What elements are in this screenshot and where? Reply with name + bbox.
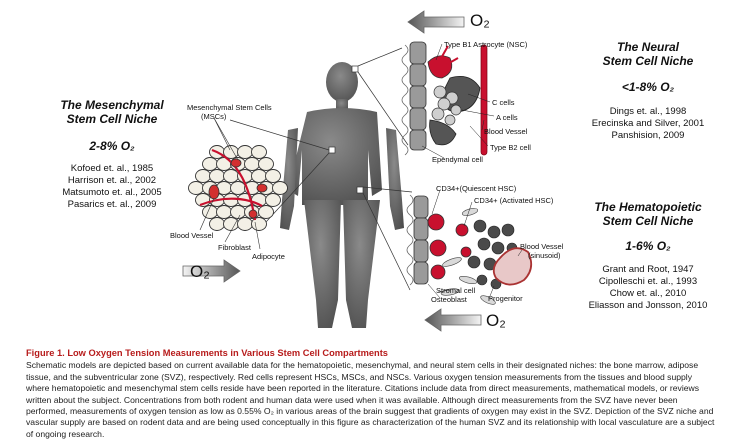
msc-label-blood-vessel: Blood Vessel — [170, 231, 214, 240]
hsc-label-stromal: Stromal cell — [436, 286, 476, 295]
o2-gradient-arrow-msc — [182, 259, 241, 283]
hsc-ref-3: Chow et. al., 2010 — [609, 288, 687, 299]
msc-label-mscs: Mesenchymal Stem Cells — [187, 103, 272, 112]
adipocyte-cell — [251, 169, 267, 183]
hsc-title-line1: The Hematopoietic — [594, 200, 702, 214]
adipocyte-cell — [237, 145, 253, 159]
neural-label-c-cells: C cells — [492, 98, 515, 107]
msc-ref-1: Kofoed et. al., 1985 — [70, 163, 154, 174]
neural-ref-3: Panshision, 2009 — [611, 130, 685, 141]
hematopoietic-niche-illustration — [406, 194, 533, 305]
hsc-label-activated: CD34+ (Activated HSC) — [474, 196, 554, 205]
human-body-silhouette — [280, 62, 404, 328]
adipocyte-cell — [209, 217, 225, 231]
hsc-label-quiescent: CD34+(Quiescent HSC) — [436, 184, 517, 193]
msc-o2-range: 2-8% O₂ — [89, 139, 135, 153]
zoom-connectors — [229, 47, 413, 291]
hsc-ref-4: Eliasson and Jonsson, 2010 — [588, 300, 708, 311]
msc-ref-4: Pasarics et. al., 2009 — [67, 199, 157, 210]
neural-label-a-cells: A cells — [496, 113, 518, 122]
figure-caption: Figure 1. Low Oxygen Tension Measurement… — [26, 348, 716, 440]
neural-ref-2: Erecinska and Silver, 2001 — [591, 118, 705, 129]
label-pointers — [421, 43, 523, 299]
neural-o2-arrow-label: O₂ — [470, 11, 490, 30]
adipocyte-cell — [258, 157, 274, 171]
neural-title-line2: Stem Cell Niche — [602, 54, 694, 68]
adipocyte-cell — [223, 193, 239, 207]
msc-label-mscs-abbr: (MSCs) — [201, 112, 227, 121]
mesenchymal-niche-illustration — [188, 117, 288, 250]
msc-label-fibroblast: Fibroblast — [218, 243, 251, 252]
caption-title: Figure 1. Low Oxygen Tension Measurement… — [26, 348, 388, 358]
msc-title-line1: The Mesenchymal — [60, 98, 164, 112]
hsc-ref-2: Cipolleschi et. al., 1993 — [598, 276, 698, 287]
adipocyte-cell — [265, 193, 281, 207]
adipocyte-cell — [216, 205, 232, 219]
neural-title-line1: The Neural — [616, 40, 679, 54]
o2-gradient-arrow-neural — [407, 10, 465, 34]
adipocyte-cell — [265, 169, 281, 183]
msc-label-adipocyte: Adipocyte — [252, 252, 285, 261]
adipocyte-cell — [223, 217, 239, 231]
msc-o2-arrow-label: O₂ — [190, 262, 210, 281]
neural-ref-1: Dings et. al., 1998 — [609, 106, 687, 117]
adipocyte-cell — [258, 205, 274, 219]
hsc-label-progenitor: Progenitor — [488, 294, 523, 303]
hsc-title-line2: Stem Cell Niche — [602, 214, 694, 228]
neural-o2-range: <1-8% O₂ — [621, 80, 675, 94]
hsc-ref-1: Grant and Root, 1947 — [602, 264, 694, 275]
msc-ref-2: Harrison et. al., 2002 — [67, 175, 157, 186]
adipocyte-cell — [272, 181, 288, 195]
hsc-label-blood-vessel: Blood Vessel — [520, 242, 564, 251]
msc-ref-3: Matsumoto et. al., 2005 — [62, 187, 162, 198]
adipocyte-cell — [195, 169, 211, 183]
adipocyte-cell — [223, 169, 239, 183]
hsc-label-sinusoid: (sinusoid) — [528, 251, 561, 260]
adipocyte-cell — [209, 169, 225, 183]
msc-title-line2: Stem Cell Niche — [66, 112, 158, 126]
caption-body: Schematic models are depicted based on c… — [26, 360, 715, 439]
adipocyte-cell — [244, 157, 260, 171]
hsc-label-osteoblast: Osteoblast — [431, 295, 467, 304]
neural-label-ependymal: Ependymal cell — [432, 155, 483, 164]
adipocyte-cell — [237, 217, 253, 231]
adipocyte-cell — [251, 145, 267, 159]
adipocyte-cell — [188, 181, 204, 195]
hsc-o2-arrow-label: O₂ — [486, 311, 506, 330]
neural-label-type-b1: Type B1 Astrocyte (NSC) — [444, 40, 528, 49]
neural-label-blood-vessel: Blood Vessel — [484, 127, 528, 136]
neural-label-type-b2: Type B2 cell — [490, 143, 531, 152]
o2-gradient-arrow-hsc — [424, 308, 482, 332]
neural-niche-illustration — [401, 41, 488, 156]
adipocyte-cell — [251, 217, 267, 231]
adipocyte-cell — [230, 181, 246, 195]
adipocyte-cell — [230, 205, 246, 219]
hsc-o2-range: 1-6% O₂ — [625, 239, 671, 253]
adipocyte-cell — [202, 157, 218, 171]
